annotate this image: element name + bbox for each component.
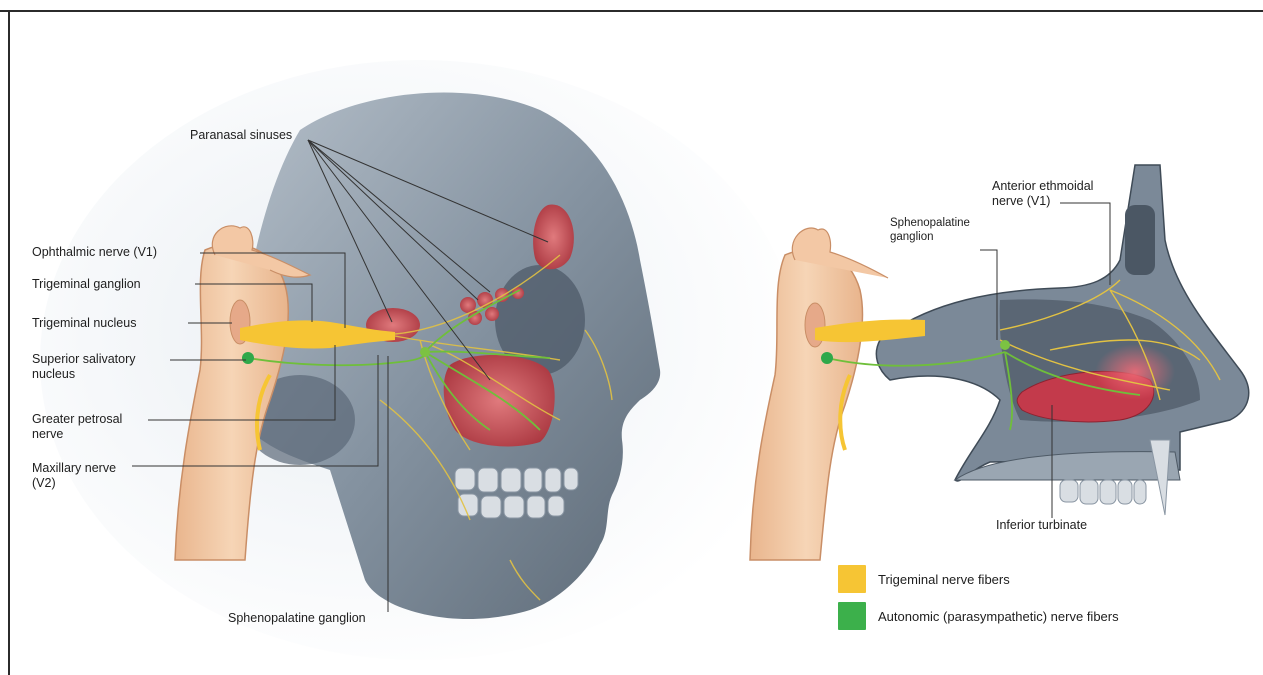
label-superior-salivatory-nucleus: Superior salivatory nucleus [32, 352, 136, 382]
maxillary-sinus [444, 355, 555, 446]
label-superior-salivatory-line2: nucleus [32, 367, 136, 382]
label-sphenopalatine-ganglion-right: Sphenopalatine ganglion [890, 216, 970, 244]
label-trigeminal-ganglion: Trigeminal ganglion [32, 277, 141, 292]
label-paranasal-sinuses: Paranasal sinuses [190, 128, 292, 143]
label-greater-petrosal-nerve: Greater petrosal nerve [32, 412, 122, 442]
legend-swatch-autonomic [838, 602, 866, 630]
label-maxillary-nerve: Maxillary nerve (V2) [32, 461, 116, 491]
label-sphenopalatine-right-line1: Sphenopalatine [890, 216, 970, 230]
turbinate-glow [1095, 344, 1175, 400]
legend-item-trigeminal: Trigeminal nerve fibers [838, 565, 1010, 593]
label-anterior-ethmoidal-line1: Anterior ethmoidal [992, 179, 1093, 194]
label-sphenopalatine-right-line2: ganglion [890, 230, 970, 244]
frontal-sinus-right [1125, 205, 1155, 275]
label-maxillary-line1: Maxillary nerve [32, 461, 116, 476]
label-ophthalmic-nerve: Ophthalmic nerve (V1) [32, 245, 157, 260]
label-greater-petrosal-line1: Greater petrosal [32, 412, 122, 427]
left-head-illustration [40, 60, 800, 660]
legend-label-autonomic: Autonomic (parasympathetic) nerve fibers [878, 609, 1119, 624]
right-head-illustration [750, 165, 1249, 560]
label-trigeminal-nucleus: Trigeminal nucleus [32, 316, 136, 331]
label-maxillary-line2: (V2) [32, 476, 116, 491]
salivatory-nucleus-dot-right [821, 352, 833, 364]
sphenopalatine-ganglion-dot [420, 347, 430, 357]
legend-label-trigeminal: Trigeminal nerve fibers [878, 572, 1010, 587]
sphenopalatine-ganglion-dot-right [1000, 340, 1010, 350]
label-greater-petrosal-line2: nerve [32, 427, 122, 442]
superior-salivatory-nucleus-dot [242, 352, 254, 364]
label-inferior-turbinate: Inferior turbinate [996, 518, 1087, 533]
label-anterior-ethmoidal-nerve: Anterior ethmoidal nerve (V1) [992, 179, 1093, 209]
label-sphenopalatine-ganglion-left: Sphenopalatine ganglion [228, 611, 366, 626]
label-anterior-ethmoidal-line2: nerve (V1) [992, 194, 1093, 209]
legend-item-autonomic: Autonomic (parasympathetic) nerve fibers [838, 602, 1119, 630]
legend-swatch-trigeminal [838, 565, 866, 593]
label-superior-salivatory-line1: Superior salivatory [32, 352, 136, 367]
